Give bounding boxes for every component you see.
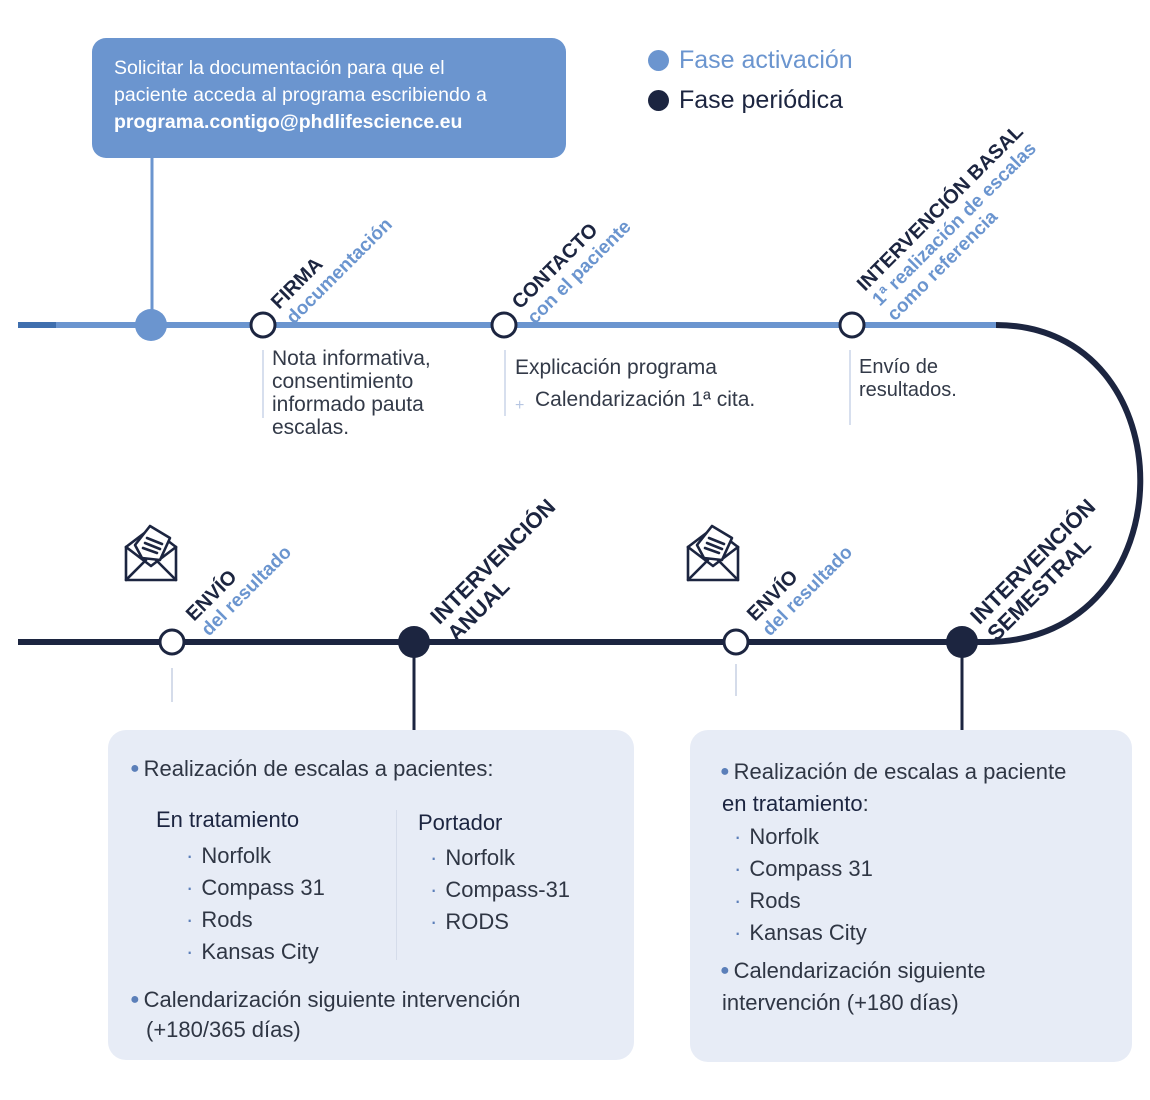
contacto-plus-sign: + <box>515 397 525 414</box>
sub-bullet: · <box>186 907 194 932</box>
firma-note-line-1: Nota informativa, <box>272 347 431 370</box>
semestral-node <box>946 626 978 658</box>
semestral-footer-line-2: intervención (+180 días) <box>722 990 959 1015</box>
annual-col1-item-1-text: Norfolk <box>201 843 272 868</box>
sub-bullet: · <box>734 824 742 849</box>
envelope-document-icon <box>124 524 178 582</box>
firma-node <box>249 311 277 339</box>
phase-transition-curve <box>985 322 1144 645</box>
annual-footer-line-2: (+180/365 días) <box>146 1017 301 1042</box>
semestral-footer-line-1: ●Calendarización siguiente <box>720 958 986 984</box>
bullet-dot: ● <box>720 763 730 780</box>
annual-col2-item-1-text: Norfolk <box>445 845 516 870</box>
sub-bullet: · <box>186 843 194 868</box>
envio2-node <box>722 628 750 656</box>
firma-note: Nota informativa, consentimiento informa… <box>272 347 431 439</box>
semestral-item-4: · Kansas City <box>734 920 867 946</box>
semestral-heading-colon: : <box>862 791 869 816</box>
basal-note: Envío de resultados. <box>859 356 957 402</box>
legend-dot-activation <box>648 49 669 71</box>
contacto-note-line-1: Explicación programa <box>515 356 717 379</box>
semestral-item-3: · Rods <box>734 888 801 914</box>
annual-col1-item-1: · Norfolk <box>186 843 271 869</box>
semestral-heading-text: Realización de escalas a paciente <box>733 759 1067 784</box>
annual-col2-item-3: · RODS <box>430 909 509 935</box>
semestral-card-heading-1: ●Realización de escalas a paciente <box>720 759 1066 785</box>
annual-col2-item-2-text: Compass-31 <box>445 877 571 902</box>
documentation-request-box: Solicitar la documentación para que el p… <box>92 38 566 158</box>
bullet-dot: ● <box>130 760 140 777</box>
sub-bullet: · <box>186 939 194 964</box>
annual-footer-text-1: Calendarización siguiente intervención <box>143 987 521 1012</box>
legend-item-activation: Fase activación <box>648 40 853 80</box>
contact-email[interactable]: programa.contigo@phdlifescience.eu <box>114 111 463 133</box>
annual-col1-item-3: · Rods <box>186 907 253 933</box>
basal-note-bar <box>849 350 851 425</box>
sub-bullet: · <box>430 909 438 934</box>
annual-card-heading: ●Realización de escalas a pacientes: <box>130 756 493 782</box>
sub-bullet: · <box>734 856 742 881</box>
legend-label-activation: Fase activación <box>679 46 853 74</box>
firma-note-line-3: informado pauta <box>272 393 424 416</box>
semestral-intervention-card: ●Realización de escalas a paciente en tr… <box>690 730 1132 1062</box>
bullet-dot: ● <box>720 962 730 979</box>
semestral-item-1-text: Norfolk <box>749 824 820 849</box>
annual-col1-item-2-text: Compass 31 <box>201 875 325 900</box>
annual-col1-item-4: · Kansas City <box>186 939 319 965</box>
semestral-item-4-text: Kansas City <box>749 920 867 945</box>
annual-col1-item-3-text: Rods <box>201 907 253 932</box>
firma-note-line-4: escalas. <box>272 416 350 439</box>
legend: Fase activación Fase periódica <box>648 40 853 120</box>
envelope-document-icon-2 <box>686 524 740 582</box>
semestral-item-3-text: Rods <box>749 888 801 913</box>
semestral-item-2: · Compass 31 <box>734 856 873 882</box>
annual-intervention-card: ●Realización de escalas a pacientes: En … <box>108 730 634 1060</box>
annual-col1-item-2: · Compass 31 <box>186 875 325 901</box>
annual-col2-title: Portador <box>418 810 503 835</box>
sub-bullet: · <box>430 877 438 902</box>
sub-bullet: · <box>186 875 194 900</box>
annual-col1-item-4-text: Kansas City <box>201 939 319 964</box>
envio1-node <box>158 628 186 656</box>
annual-footer-line-1: ●Calendarización siguiente intervención <box>130 987 520 1013</box>
contacto-note-line-2: Calendarización 1ª cita. <box>535 388 756 411</box>
info-line-1: Solicitar la documentación para que el <box>114 57 445 79</box>
sub-bullet: · <box>734 888 742 913</box>
sub-bullet: · <box>734 920 742 945</box>
basal-note-line-2: resultados. <box>859 379 957 401</box>
semestral-heading-bold: en tratamiento <box>722 791 863 816</box>
semestral-footer-text-1: Calendarización siguiente <box>733 958 986 983</box>
contacto-node <box>490 311 518 339</box>
contacto-note-bar <box>504 350 506 416</box>
anual-node <box>398 626 430 658</box>
bullet-dot: ● <box>130 991 140 1008</box>
semestral-item-2-text: Compass 31 <box>749 856 873 881</box>
firma-note-line-2: consentimiento <box>272 370 414 393</box>
basal-note-line-1: Envío de <box>859 356 938 378</box>
legend-dot-periodic <box>648 89 669 111</box>
annual-column-divider <box>396 810 397 960</box>
firma-note-bar <box>262 350 264 418</box>
legend-item-periodic: Fase periódica <box>648 80 853 120</box>
info-line-2: paciente acceda al programa escribiendo … <box>114 84 487 106</box>
start-node <box>135 309 167 341</box>
annual-col2-item-2: · Compass-31 <box>430 877 570 903</box>
semestral-item-1: · Norfolk <box>734 824 819 850</box>
annual-col2-item-3-text: RODS <box>445 909 509 934</box>
basal-node <box>838 311 866 339</box>
annual-heading-text: Realización de escalas a pacientes: <box>143 756 494 781</box>
annual-col2-item-1: · Norfolk <box>430 845 515 871</box>
legend-label-periodic: Fase periódica <box>679 86 843 114</box>
sub-bullet: · <box>430 845 438 870</box>
semestral-card-heading-2: en tratamiento: <box>722 791 869 817</box>
annual-col1-title: En tratamiento <box>156 807 300 832</box>
